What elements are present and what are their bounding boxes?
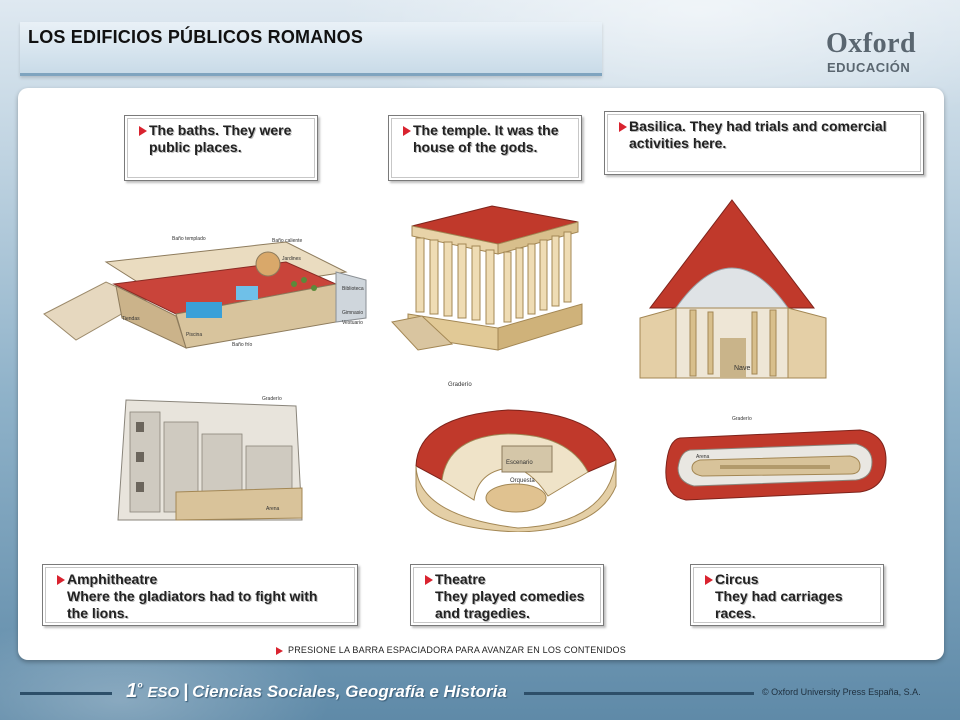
subject-name: Ciencias Sociales, Geografía e Historia bbox=[192, 682, 507, 701]
illus-label: Vestuario bbox=[342, 320, 363, 326]
bullet-arrow-icon bbox=[403, 126, 411, 136]
callout-temple[interactable]: The temple. It was the house of the gods… bbox=[388, 115, 582, 181]
illus-label: Arena bbox=[266, 506, 280, 512]
illus-label: Graderío bbox=[262, 396, 282, 402]
oxford-logo: Oxford EDUCACIÓN bbox=[826, 28, 926, 78]
illus-label: Biblioteca bbox=[342, 286, 364, 292]
hint-text: PRESIONE LA BARRA ESPACIADORA PARA AVANZ… bbox=[288, 645, 626, 655]
callout-text: Basilica. They had trials and comercial … bbox=[629, 118, 915, 152]
callout-line: activities here. bbox=[629, 135, 727, 151]
callout-border bbox=[45, 567, 355, 623]
bullet-arrow-icon bbox=[619, 122, 627, 132]
callout-theatre[interactable]: Theatre They played comedies and tragedi… bbox=[410, 564, 604, 626]
footer-course: 1º ESO|Ciencias Sociales, Geografía e Hi… bbox=[126, 680, 507, 703]
callout-baths[interactable]: The baths. They were public places. bbox=[124, 115, 318, 181]
callout-amphitheatre[interactable]: Amphitheatre Where the gladiators had to… bbox=[42, 564, 358, 626]
callout-border bbox=[607, 114, 921, 172]
illus-label: Arena bbox=[696, 454, 710, 460]
illus-label: Piscina bbox=[186, 332, 202, 338]
course-ordinal: º bbox=[137, 680, 142, 695]
callout-text: The temple. It was the house of the gods… bbox=[413, 122, 573, 156]
callout-basilica[interactable]: Basilica. They had trials and comercial … bbox=[604, 111, 924, 175]
callout-border bbox=[127, 118, 315, 178]
illus-label: Gimnasio bbox=[342, 310, 363, 316]
bullet-arrow-icon bbox=[425, 575, 433, 585]
callout-circus[interactable]: Circus They had carriages races. bbox=[690, 564, 884, 626]
course-number: 1 bbox=[126, 680, 138, 702]
illus-label: Baño frío bbox=[232, 342, 253, 348]
copyright: © Oxford University Press España, S.A. bbox=[762, 687, 921, 697]
bullet-arrow-icon bbox=[276, 646, 283, 655]
bullet-arrow-icon bbox=[57, 575, 65, 585]
illus-label: Baño templado bbox=[172, 236, 206, 242]
callout-line: Circus bbox=[715, 571, 759, 587]
callout-line: Theatre bbox=[435, 571, 486, 587]
callout-text: The baths. They were public places. bbox=[149, 122, 309, 156]
callout-text: Theatre They played comedies and tragedi… bbox=[435, 571, 595, 622]
callout-line: Amphitheatre bbox=[67, 571, 158, 587]
illus-label: Graderío bbox=[448, 382, 472, 388]
callout-line: races. bbox=[715, 605, 756, 621]
illus-label: Nave bbox=[734, 365, 750, 372]
page-title: LOS EDIFICIOS PÚBLICOS ROMANOS bbox=[28, 27, 364, 47]
callout-line: They had carriages bbox=[715, 588, 843, 604]
callout-line: the lions. bbox=[67, 605, 129, 621]
callout-line: Where the gladiators had to fight with bbox=[67, 588, 318, 604]
circus-illustration: Graderío Arena bbox=[665, 416, 887, 501]
callout-line: They played comedies bbox=[435, 588, 585, 604]
callout-line: Basilica. They had trials and comercial bbox=[629, 118, 887, 134]
amphitheatre-illustration: Graderío Arena bbox=[117, 396, 303, 521]
bullet-arrow-icon bbox=[139, 126, 147, 136]
temple-illustration bbox=[391, 205, 583, 351]
callout-line: and tragedies. bbox=[435, 605, 530, 621]
callout-text: Circus They had carriages races. bbox=[715, 571, 875, 622]
advance-hint: PRESIONE LA BARRA ESPACIADORA PARA AVANZ… bbox=[276, 645, 626, 655]
illus-label: Tiendas bbox=[122, 316, 140, 322]
callout-border bbox=[391, 118, 579, 178]
footer-divider bbox=[20, 692, 112, 695]
callout-border bbox=[413, 567, 601, 623]
basilica-illustration: Nave bbox=[639, 199, 827, 379]
illus-label: Orquesta bbox=[510, 478, 535, 484]
illus-label: Baño caliente bbox=[272, 238, 303, 244]
theatre-illustration: Graderío Escenario Orquesta bbox=[415, 382, 617, 532]
callout-border bbox=[693, 567, 881, 623]
bullet-arrow-icon bbox=[705, 575, 713, 585]
illus-label: Jardines bbox=[282, 256, 301, 262]
callout-text: Amphitheatre Where the gladiators had to… bbox=[67, 571, 349, 622]
illus-label: Graderío bbox=[732, 416, 752, 422]
logo-sub: EDUCACIÓN bbox=[827, 60, 911, 75]
baths-illustration: Baño templado Baño caliente Jardines Bib… bbox=[43, 236, 367, 349]
footer-separator: | bbox=[183, 681, 189, 701]
logo-name: Oxford bbox=[826, 28, 917, 59]
callout-line: public places. bbox=[149, 139, 242, 155]
illus-label: Escenario bbox=[506, 460, 533, 466]
title-bar: LOS EDIFICIOS PÚBLICOS ROMANOS bbox=[20, 22, 602, 76]
footer-divider bbox=[524, 692, 754, 695]
course-level: ESO bbox=[147, 684, 180, 701]
callout-line: The baths. They were bbox=[149, 122, 292, 138]
callout-line: house of the gods. bbox=[413, 139, 538, 155]
callout-line: The temple. It was the bbox=[413, 122, 559, 138]
